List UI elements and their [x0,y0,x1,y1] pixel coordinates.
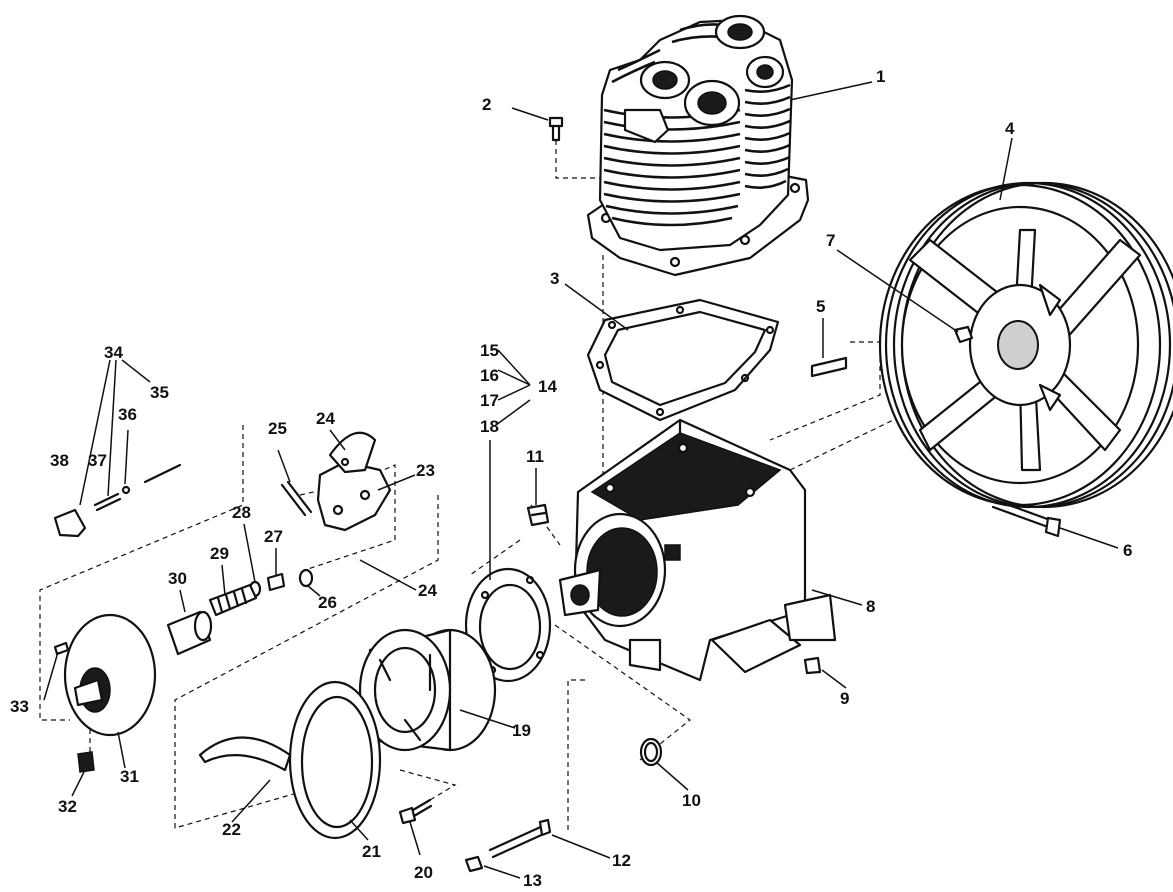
head-gasket [586,298,780,422]
callout-13: 13 [523,871,542,890]
callout-33: 33 [10,697,29,716]
callout-24-bottom: 24 [418,581,437,600]
bearing-housing [358,628,497,752]
callout-2: 2 [482,95,491,114]
callout-34: 34 [104,343,123,362]
callout-3: 3 [550,269,559,288]
callout-36: 36 [118,405,137,424]
callout-20: 20 [414,863,433,882]
callout-26: 26 [318,593,337,612]
callout-32: 32 [58,797,77,816]
callout-31: 31 [120,767,139,786]
callout-38: 38 [50,451,69,470]
flywheel-pulley [878,181,1173,509]
callout-labels: 1 2 3 4 5 6 7 8 9 10 11 12 13 14 15 16 1… [10,67,1132,890]
valve-plug [53,508,87,538]
callout-6: 6 [1123,541,1132,560]
head-ports [623,14,785,144]
callout-15: 15 [480,341,499,360]
valve-ball [121,485,131,495]
valve-stem [143,463,182,484]
stud-rod [488,818,552,859]
plug-fitting [77,751,95,773]
callout-7: 7 [826,231,835,250]
callout-10: 10 [682,791,701,810]
bearing-shell [198,736,292,772]
wrist-pin [280,480,313,517]
piston [166,610,213,656]
callout-17: 17 [480,391,499,410]
callout-19: 19 [512,721,531,740]
flange-gasket [464,567,552,683]
callout-14: 14 [538,377,557,396]
cover-screw [53,641,70,656]
callout-23: 23 [416,461,435,480]
pulley-bolt [991,498,1062,538]
shaft-key [810,356,848,378]
nut [266,572,286,592]
end-cover [63,613,157,737]
callout-16: 16 [480,366,499,385]
callout-4: 4 [1005,119,1015,138]
callout-27: 27 [264,527,283,546]
callout-37: 37 [88,451,107,470]
washer [298,568,314,588]
callout-9: 9 [840,689,849,708]
housing-gasket [288,680,382,840]
callout-8: 8 [866,597,875,616]
cooling-fins [603,23,791,227]
housing-bolt [398,798,433,825]
drain-plug [803,656,822,675]
breather-fitting [526,503,550,527]
callout-11: 11 [526,447,544,466]
stud-nut [464,855,484,873]
callout-30: 30 [168,569,187,588]
crankcase [558,418,837,682]
o-ring [639,737,663,767]
callout-5: 5 [816,297,825,316]
cylinder-block [586,14,810,277]
callout-35: 35 [150,383,169,402]
pulley-nut [953,325,974,344]
callout-21: 21 [362,842,381,861]
con-rod-bearing [328,431,377,474]
callout-22: 22 [222,820,241,839]
callout-29: 29 [210,544,229,563]
callout-18: 18 [480,417,499,436]
callout-28: 28 [232,503,251,522]
callout-24-top: 24 [316,409,335,428]
leader-lines [43,81,1119,879]
valve-spring [93,492,122,512]
spring [208,583,258,617]
callout-25: 25 [268,419,287,438]
head-bolt [548,116,564,142]
callout-12: 12 [612,851,631,870]
callout-1: 1 [876,67,885,86]
